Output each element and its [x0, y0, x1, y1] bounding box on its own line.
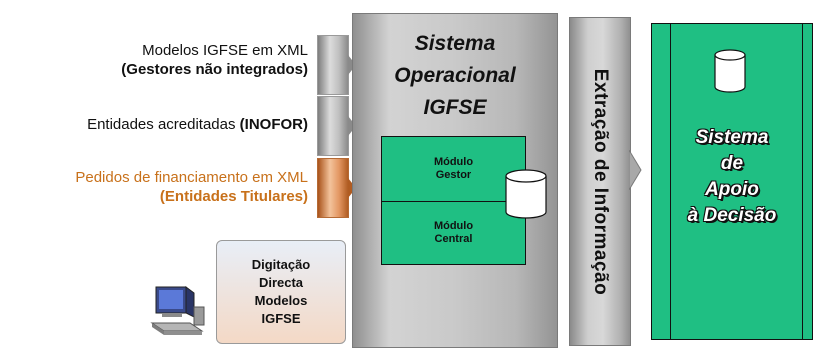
extracao-label: Extração de Informação: [590, 68, 611, 295]
sistema-operacional-panel: Sistema Operacional IGFSE Módulo Gestor …: [352, 13, 558, 348]
extracao-column: Extração de Informação: [569, 17, 631, 346]
title-line: Sistema: [414, 32, 496, 55]
arrow-icon: [629, 150, 642, 190]
sistema-operacional-title: Sistema Operacional IGFSE: [353, 28, 557, 124]
source-label-bold: (Gestores não integrados): [121, 61, 308, 78]
digitacao-line: Directa: [258, 275, 304, 290]
source-label-line: Entidades acreditadas: [87, 116, 240, 133]
digitacao-line: Digitação: [251, 257, 311, 272]
title-line: de: [720, 153, 744, 174]
source-label-pedidos: Pedidos de financiamento em XML (Entidad…: [75, 168, 308, 206]
sad-title: Sistema de Apoio à Decisão: [652, 125, 812, 229]
module-line: Módulo: [433, 156, 474, 168]
title-line: à Decisão: [687, 205, 777, 226]
modulo-gestor: Módulo Gestor: [381, 136, 526, 202]
source-label-bold: (Entidades Titulares): [159, 188, 308, 205]
title-line: Operacional: [394, 64, 516, 87]
module-line: Módulo: [433, 220, 474, 232]
title-line: IGFSE: [423, 96, 487, 119]
source-label-modelos-igfse: Modelos IGFSE em XML (Gestores não integ…: [121, 41, 308, 79]
module-line: Gestor: [435, 169, 472, 181]
computer-icon: [150, 286, 205, 335]
digitacao-line: IGFSE: [261, 311, 301, 326]
source-label-bold: (INOFOR): [239, 116, 308, 133]
module-line: Central: [434, 233, 473, 245]
digitacao-box: Digitação Directa Modelos IGFSE: [216, 240, 346, 344]
source-label-line: Pedidos de financiamento em XML: [75, 169, 308, 186]
arrow-icon: [317, 158, 356, 218]
title-line: Sistema: [695, 127, 769, 148]
modulo-central: Módulo Central: [381, 201, 526, 265]
arrow-icon: [317, 35, 356, 95]
panel-divider: [670, 24, 671, 339]
title-line: Apoio: [705, 179, 759, 200]
panel-divider: [802, 24, 803, 339]
digitacao-line: Modelos: [254, 293, 308, 308]
source-label-line: Modelos IGFSE em XML: [142, 42, 308, 59]
database-icon: [714, 49, 746, 93]
arrow-icon: [317, 96, 356, 156]
database-icon: [505, 169, 547, 219]
source-label-entidades: Entidades acreditadas (INOFOR): [87, 115, 308, 134]
